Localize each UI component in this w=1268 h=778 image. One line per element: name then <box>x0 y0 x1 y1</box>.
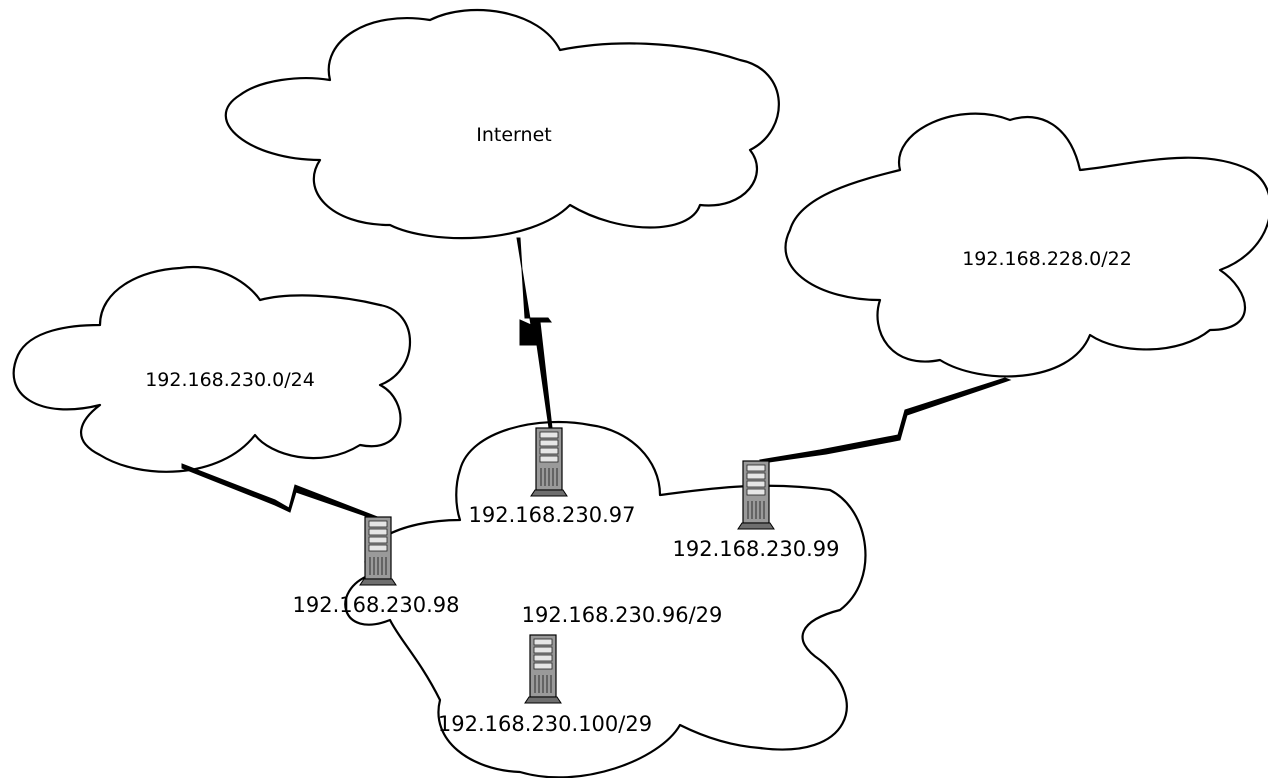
router-99-label: 192.168.230.99 <box>673 537 840 561</box>
link-internet-r97 <box>516 237 553 429</box>
server-icon[interactable] <box>359 516 397 586</box>
net-230-label: 192.168.230.0/24 <box>145 369 315 391</box>
server-icon[interactable] <box>530 427 568 497</box>
server-icon[interactable] <box>524 634 562 704</box>
net-228-label: 192.168.228.0/22 <box>962 248 1132 270</box>
link-230-r98 <box>181 463 381 522</box>
internet-cloud <box>224 8 780 240</box>
router-98-label: 192.168.230.98 <box>293 593 460 617</box>
net-96-cloud <box>344 420 867 778</box>
router-97-label: 192.168.230.97 <box>469 503 636 527</box>
internet-label: Internet <box>476 124 551 146</box>
router-100-label: 192.168.230.100/29 <box>438 712 652 736</box>
net-96-label: 192.168.230.96/29 <box>522 603 723 627</box>
net-228-cloud <box>784 112 1268 378</box>
server-icon[interactable] <box>737 460 775 530</box>
net-230-cloud <box>12 265 412 473</box>
link-228-r99 <box>759 377 1012 464</box>
